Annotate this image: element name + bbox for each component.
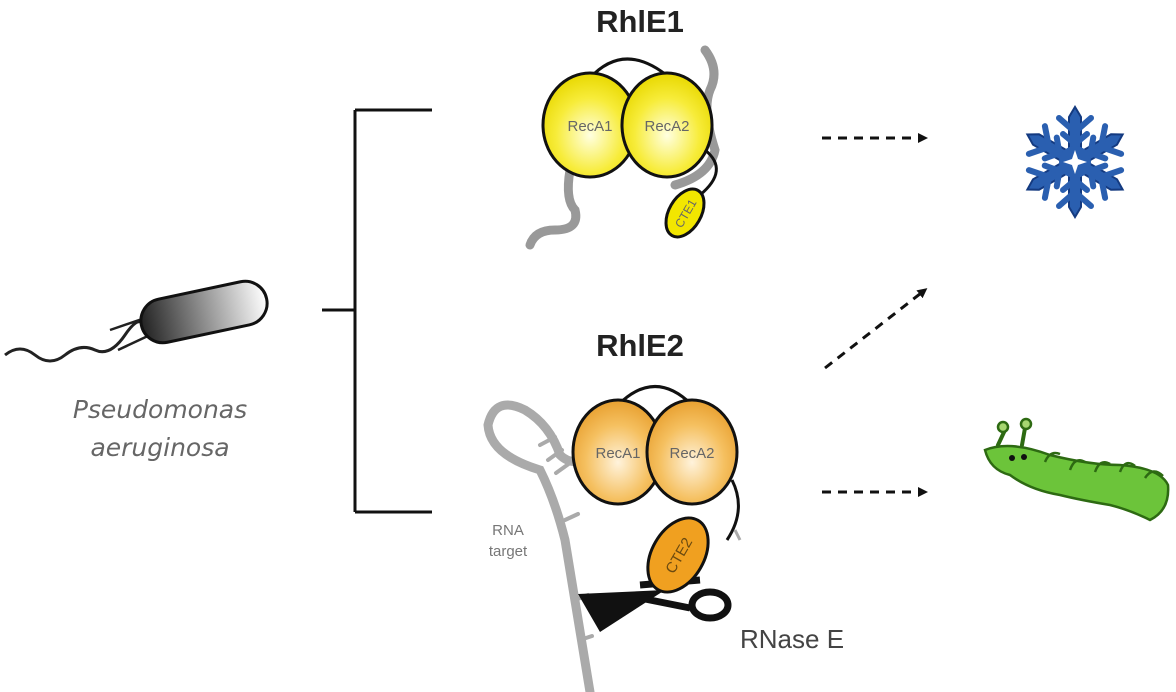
rhle1-protein: RecA1 RecA2 CTE1	[525, 45, 720, 250]
reca2-label: RecA2	[669, 445, 714, 462]
bracket	[322, 108, 432, 514]
caterpillar-icon	[983, 417, 1170, 522]
scissors-icon	[578, 576, 732, 632]
rhle2-protein: RNA target RecA1 RecA2 CTE2	[483, 385, 742, 692]
reca1-label: RecA1	[567, 118, 612, 135]
snowflake-icon	[1019, 105, 1130, 217]
rna-target-label-line1: RNA	[492, 522, 524, 539]
reca1-label: RecA1	[595, 445, 640, 462]
organism-name-line1: Pseudomonas	[73, 395, 247, 424]
bacterium-icon	[4, 279, 269, 363]
rnase-e-label: RNase E	[740, 624, 844, 654]
rna-target-label-line2: target	[489, 543, 528, 560]
cte1-domain	[664, 187, 706, 239]
rna-hairpin	[483, 400, 595, 692]
rhle2-title: RhlE2	[596, 328, 684, 363]
reca2-label: RecA2	[644, 118, 689, 135]
cte2-domain	[646, 516, 710, 594]
organism-name-line2: aeruginosa	[90, 433, 229, 462]
arrow-to-cold-diagonal	[824, 288, 928, 370]
reca2-domain	[645, 398, 739, 506]
rhle1-title: RhlE1	[596, 4, 684, 39]
reca2-domain	[620, 71, 714, 179]
